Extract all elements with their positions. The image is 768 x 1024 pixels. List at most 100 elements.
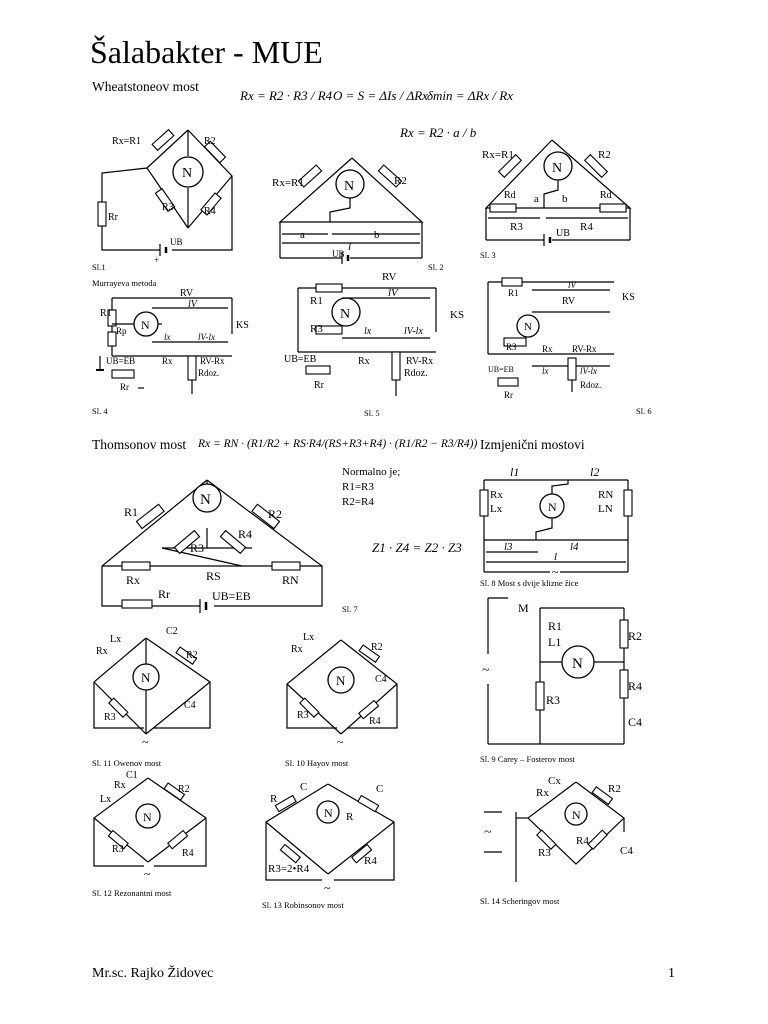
label-lx: Lx: [100, 794, 111, 805]
figure-10-hay-bridge: N Lx Rx R2 C4 R3 R4 ~: [286, 632, 398, 749]
label-r2: R2: [371, 642, 383, 653]
galvanometer-label: N: [548, 500, 557, 514]
figure-7-thomson-bridge: N R1 R2 R3 R4 Rx RS RN Rr UB=EB: [101, 479, 323, 613]
label-r1: R1: [310, 295, 323, 307]
figure-2-slide-wire: N Rx=R1 R2 a b l UB: [272, 157, 424, 264]
note-r1-r3: R1=R3: [342, 481, 374, 493]
label-lx: Lx: [490, 503, 503, 515]
label-rx: Rx: [536, 787, 549, 799]
label-l1: L1: [548, 635, 561, 649]
label-rx: Rx: [291, 644, 303, 655]
label-ub: UB: [556, 228, 570, 239]
label-r-right: R: [346, 811, 354, 823]
label-r2: R2: [204, 136, 216, 147]
label-l: l: [554, 551, 557, 563]
label-b: b: [562, 193, 568, 205]
label-rx-r1: Rx=R1: [482, 149, 514, 161]
label-rv: RV: [180, 288, 194, 299]
label-r1: R1: [124, 505, 138, 519]
label-ub-eb: UB=EB: [488, 365, 514, 374]
ac-source-label: ~: [144, 867, 151, 881]
note-r2-r4: R2=R4: [342, 496, 374, 508]
label-r2: R2: [608, 783, 621, 795]
figure-8-double-slide-wire: N l1 l2 Rx Lx RN LN l3 l4 l ~: [479, 465, 633, 579]
label-ub-eb: UB=EB: [106, 356, 135, 366]
label-lv: lV: [188, 299, 199, 310]
galvanometer-label: N: [344, 179, 354, 194]
caption-fig-4: Sl. 4: [92, 406, 108, 416]
galvanometer-label: N: [572, 656, 583, 672]
label-rr: Rr: [108, 212, 119, 223]
label-rdoz: Rdoz.: [580, 380, 601, 390]
formula-thomson: Rx = RN · (R1/R2 + RS·R4/(RS+R3+R4) · (R…: [198, 438, 478, 450]
caption-fig-10: Sl. 10 Hayov most: [285, 758, 349, 768]
label-r2: R2: [186, 650, 198, 661]
label-rx: Rx: [542, 344, 553, 354]
label-l3: l3: [504, 541, 513, 553]
figure-4-murray-loop: N R1 Rp RV lV KS lx lV-lx Rx RV-Rx UB=EB…: [96, 288, 249, 394]
label-lx: lx: [164, 332, 171, 342]
galvanometer-label: N: [141, 670, 151, 685]
galvanometer-label: N: [552, 161, 562, 176]
caption-fig-11: Sl. 11 Owenov most: [92, 758, 162, 768]
figure-11-owen-bridge: N Lx Rx C2 R2 R3 C4 ~: [93, 626, 211, 749]
galvanometer-label: N: [182, 166, 192, 181]
caption-fig-3: Sl. 3: [480, 250, 496, 260]
footer-author: Mr.sc. Rajko Židovec: [92, 966, 214, 981]
label-lv-lx: lV-lx: [580, 366, 597, 376]
label-rv-rx: RV-Rx: [572, 344, 597, 354]
label-c4: C4: [184, 700, 196, 711]
label-a: a: [300, 229, 305, 241]
label-rx: Rx: [114, 780, 126, 791]
label-rr: Rr: [120, 382, 129, 392]
section-ac-bridges: Izmjenični mostovi: [480, 437, 585, 452]
label-r3: R3: [190, 541, 204, 555]
label-lx: lx: [542, 366, 549, 376]
label-l: l: [348, 241, 351, 253]
label-lv-lx: lV-lx: [198, 332, 215, 342]
label-rx: Rx: [490, 489, 503, 501]
label-r2: R2: [598, 149, 611, 161]
label-ub: UB: [170, 237, 183, 247]
ac-source-label: ~: [482, 663, 490, 678]
figure-14-schering-bridge: N Cx Rx R2 R3 R4 C4 ~: [484, 775, 633, 882]
formula-balance-ac: Z1 · Z4 = Z2 · Z3: [372, 540, 462, 555]
galvanometer-label: N: [524, 321, 532, 333]
figure-13-robinson-bridge: N R C C R R4 R3=2•R4 ~: [265, 781, 395, 895]
label-lx: lx: [364, 326, 372, 337]
label-c-left: C: [300, 781, 307, 793]
galvanometer-label: N: [200, 492, 211, 508]
label-r3: R3: [297, 710, 309, 721]
label-r1: R1: [100, 308, 112, 319]
label-rn: RN: [598, 489, 613, 501]
label-rv: RV: [382, 271, 396, 283]
label-r3: R3: [162, 202, 174, 213]
label-r4: R4: [238, 527, 252, 541]
galvanometer-label: N: [572, 808, 581, 822]
label-r3: R3: [510, 221, 523, 233]
label-r1: R1: [508, 288, 519, 298]
label-rx: Rx: [358, 356, 370, 367]
label-r3: R3: [112, 844, 124, 855]
caption-fig-6: Sl. 6: [636, 406, 652, 416]
label-r4: R4: [580, 221, 593, 233]
galvanometer-label: N: [336, 673, 346, 688]
label-ks: KS: [622, 292, 635, 303]
label-b: b: [374, 229, 380, 241]
label-c4: C4: [375, 674, 387, 685]
label-rr: Rr: [158, 587, 170, 601]
label-c2: C2: [166, 626, 178, 637]
section-murray: Murrayeva metoda: [92, 278, 157, 288]
ac-source-label: ~: [142, 735, 149, 749]
note-normally: Normalno je;: [342, 466, 401, 478]
label-a: a: [534, 193, 539, 205]
figure-3-bridge-with-rd: N Rx=R1 R2 Rd Rd a b R3 R4 UB: [482, 139, 632, 246]
label-rr: Rr: [504, 390, 513, 400]
label-r3: R3: [538, 847, 551, 859]
caption-fig-2: Sl. 2: [428, 262, 444, 272]
galvanometer-label: N: [141, 318, 150, 332]
label-r-left: R: [270, 793, 278, 805]
label-rn: RN: [282, 573, 299, 587]
figure-1-wheatstone-bridge: N Rx=R1 R2 R3 R4 Rr UB +: [97, 128, 233, 265]
formula-slide-wire: Rx = R2 · a / b: [400, 125, 477, 140]
